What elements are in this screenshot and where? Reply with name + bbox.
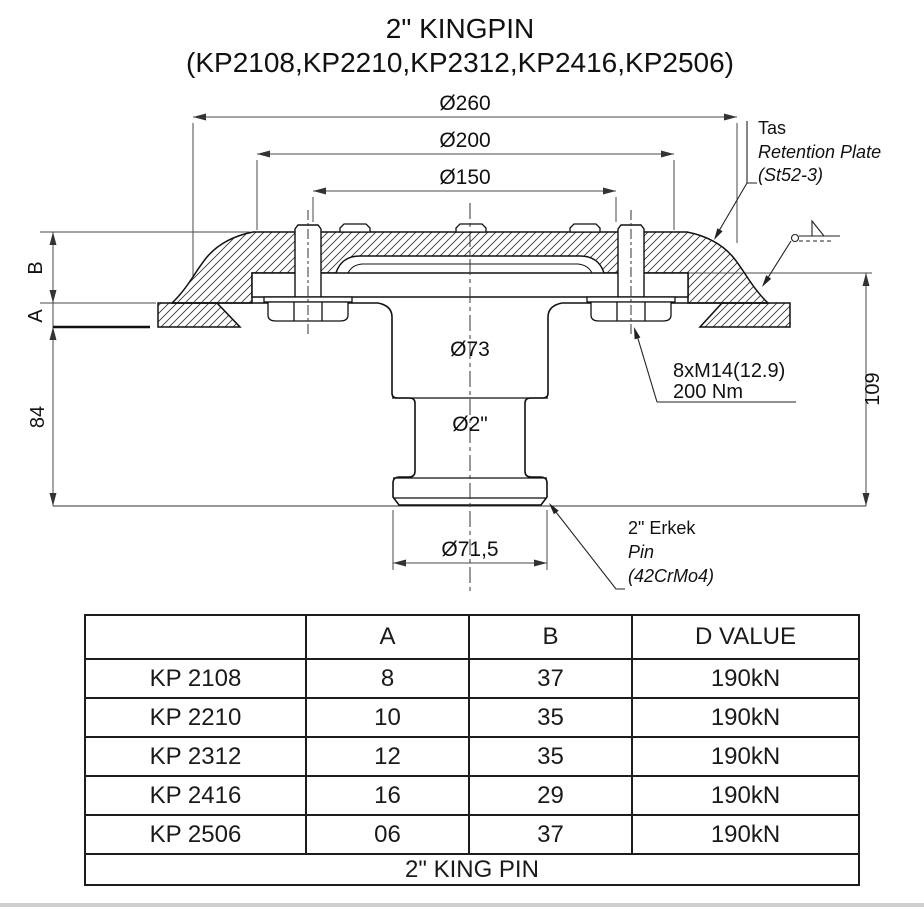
leader-arrowheads bbox=[549, 228, 772, 515]
dim-b: B bbox=[25, 261, 47, 274]
cell-model: KP 2312 bbox=[84, 736, 307, 777]
cell-d: 190kN bbox=[631, 775, 860, 816]
dim-a: A bbox=[25, 309, 47, 323]
cell-b: 37 bbox=[468, 658, 633, 699]
surface-flag-symbol bbox=[790, 219, 840, 243]
bolt-head-center bbox=[455, 223, 487, 233]
table-footer-title: 2" KING PIN bbox=[84, 853, 860, 886]
table-row: KP 2312 12 35 190kN bbox=[84, 736, 860, 777]
label-bolt-spec-line1: 8xM14(12.9) bbox=[673, 360, 785, 382]
page-edge-strip bbox=[0, 903, 924, 907]
cell-model: KP 2506 bbox=[84, 814, 307, 855]
bolt-head-left bbox=[339, 223, 371, 233]
label-pin-line3: (42CrMo4) bbox=[628, 566, 714, 586]
label-pin-line2: Pin bbox=[628, 542, 654, 562]
bolt-heads-top bbox=[339, 223, 601, 233]
dim-diameter-2in: Ø2" bbox=[452, 413, 487, 436]
dim-diameter-150: Ø150 bbox=[439, 166, 490, 189]
cell-b: 35 bbox=[468, 736, 633, 777]
label-pin-line1: 2" Erkek bbox=[628, 518, 696, 538]
extension-lines bbox=[40, 116, 872, 570]
cell-model: KP 2416 bbox=[84, 775, 307, 816]
table-row: KP 2108 8 37 190kN bbox=[84, 658, 860, 699]
drawing-subtitle: (KP2108,KP2210,KP2312,KP2416,KP2506) bbox=[186, 47, 734, 78]
cell-d: 190kN bbox=[631, 697, 860, 738]
col-header-b: B bbox=[468, 614, 633, 660]
col-header-d-value: D VALUE bbox=[631, 614, 860, 660]
table-header-row: A B D VALUE bbox=[84, 614, 860, 660]
cell-a: 8 bbox=[305, 658, 470, 699]
table-row: KP 2416 16 29 190kN bbox=[84, 775, 860, 816]
cell-a: 06 bbox=[305, 814, 470, 855]
weld-seam-right bbox=[699, 302, 723, 328]
bolt-head-right bbox=[569, 223, 601, 233]
cell-d: 190kN bbox=[631, 736, 860, 777]
trailer-plate-right bbox=[698, 302, 791, 328]
col-header-a: A bbox=[305, 614, 470, 660]
drawing-title: 2" KINGPIN bbox=[386, 13, 534, 44]
cell-model: KP 2108 bbox=[84, 658, 307, 699]
cell-b: 37 bbox=[468, 814, 633, 855]
label-bolt-spec-line2: 200 Nm bbox=[673, 381, 743, 403]
dim-109: 109 bbox=[862, 372, 884, 405]
col-header-model bbox=[84, 614, 307, 660]
table-row: KP 2210 10 35 190kN bbox=[84, 697, 860, 738]
centerlines bbox=[307, 203, 632, 592]
dim-diameter-200: Ø200 bbox=[439, 129, 490, 152]
technical-drawing: 2" KINGPIN (KP2108,KP2210,KP2312,KP2416,… bbox=[25, 13, 884, 592]
dim-84: 84 bbox=[27, 406, 49, 428]
cell-model: KP 2210 bbox=[84, 697, 307, 738]
spec-table: A B D VALUE KP 2108 8 37 190kN KP 2210 1… bbox=[84, 614, 860, 886]
cell-b: 35 bbox=[468, 697, 633, 738]
table-row: KP 2506 06 37 190kN bbox=[84, 814, 860, 855]
cell-b: 29 bbox=[468, 775, 633, 816]
dim-diameter-260: Ø260 bbox=[439, 92, 490, 115]
dim-diameter-73: Ø73 bbox=[450, 338, 490, 361]
table-footer-row: 2" KING PIN bbox=[84, 853, 860, 886]
dim-diameter-71-5: Ø71,5 bbox=[441, 538, 498, 561]
cell-a: 10 bbox=[305, 697, 470, 738]
cell-a: 12 bbox=[305, 736, 470, 777]
label-retention-line3: (St52-3) bbox=[758, 165, 823, 185]
label-retention-line1: Tas bbox=[758, 118, 786, 138]
cell-a: 16 bbox=[305, 775, 470, 816]
weld-seam-left bbox=[216, 302, 241, 328]
leader-lines bbox=[551, 121, 796, 590]
label-retention-line2: Retention Plate bbox=[758, 142, 881, 162]
cell-d: 190kN bbox=[631, 658, 860, 699]
cell-d: 190kN bbox=[631, 814, 860, 855]
